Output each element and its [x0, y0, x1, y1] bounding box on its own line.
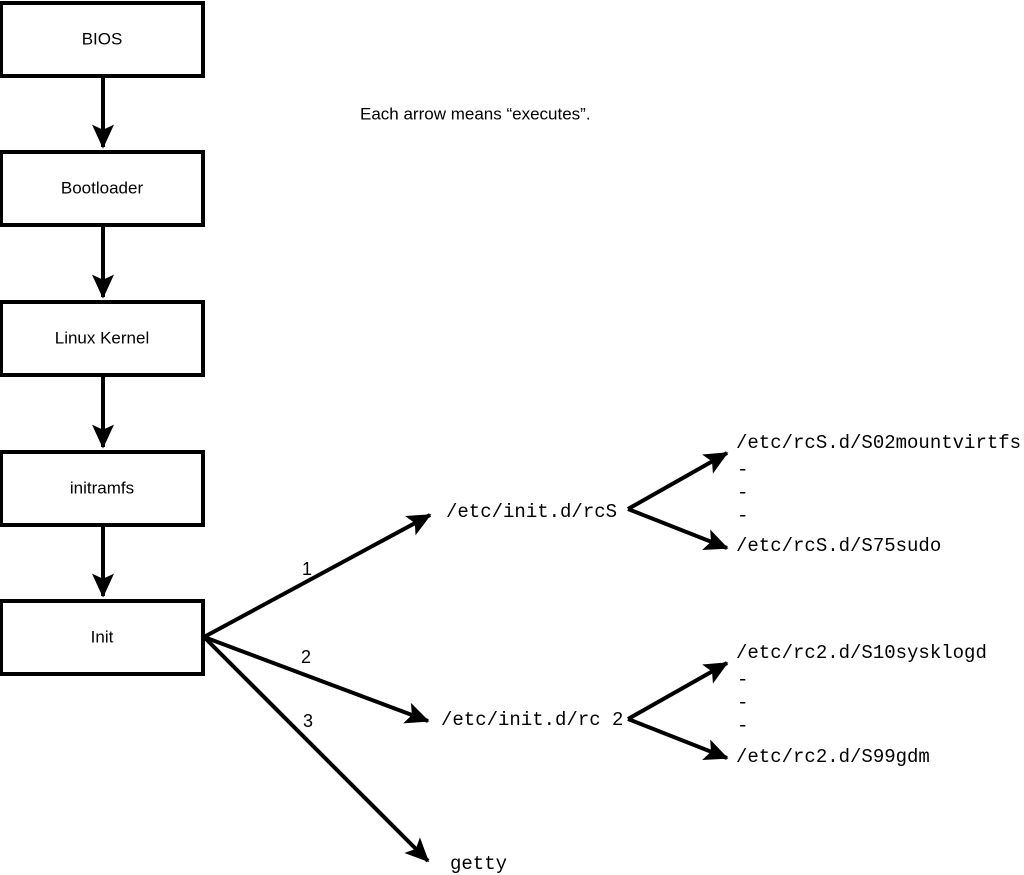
label-etc-initd-rc2: /etc/init.d/rc 2: [441, 709, 623, 731]
node-bios-rect: [0, 1, 205, 78]
edge-init-to-rc2: [203, 635, 430, 724]
node-initramfs-rect: [0, 450, 205, 527]
label-rcs-first-script: /etc/rcS.d/S02mountvirtfs: [736, 432, 1021, 454]
node-linux-kernel-label: Linux Kernel: [55, 328, 150, 347]
legend-note: Each arrow means “executes”.: [360, 104, 591, 123]
edge-rcs-to-last-script: [627, 507, 729, 551]
edge-init-to-getty: [202, 635, 430, 863]
node-bios: BIOS: [0, 1, 205, 78]
node-init-label: Init: [91, 627, 114, 646]
node-bios-label: BIOS: [82, 29, 123, 48]
edge-rcs-to-first-script: [627, 451, 729, 511]
edge-init-to-rcs: [203, 513, 432, 639]
node-bootloader: Bootloader: [0, 150, 205, 227]
node-init-rect: [0, 599, 205, 676]
edge-number-2: 2: [301, 647, 311, 667]
label-etc-initd-rcs: /etc/init.d/rcS: [446, 501, 617, 523]
rc2-ellipsis-dash-1: -: [737, 669, 748, 691]
label-rc2-first-script: /etc/rc2.d/S10sysklogd: [736, 642, 987, 664]
node-initramfs: initramfs: [0, 450, 205, 527]
edge-rc2-to-first-script: [627, 661, 729, 721]
rcs-ellipsis-dash-2: -: [737, 482, 748, 504]
node-init: Init: [0, 599, 205, 676]
label-rc2-last-script: /etc/rc2.d/S99gdm: [736, 746, 930, 768]
rcs-ellipsis-dash-1: -: [737, 459, 748, 481]
edge-number-3: 3: [303, 711, 313, 731]
rc2-ellipsis-dash-2: -: [737, 692, 748, 714]
rc2-ellipsis-dash-3: -: [737, 715, 748, 737]
node-initramfs-label: initramfs: [70, 478, 134, 497]
label-rcs-last-script: /etc/rcS.d/S75sudo: [736, 535, 941, 557]
node-bootloader-label: Bootloader: [61, 178, 144, 197]
edge-number-1: 1: [302, 559, 312, 579]
node-linux-kernel: Linux Kernel: [0, 300, 205, 377]
edge-rc2-to-last-script: [627, 717, 729, 761]
rcs-ellipsis-dash-3: -: [737, 505, 748, 527]
label-getty: getty: [450, 853, 507, 875]
